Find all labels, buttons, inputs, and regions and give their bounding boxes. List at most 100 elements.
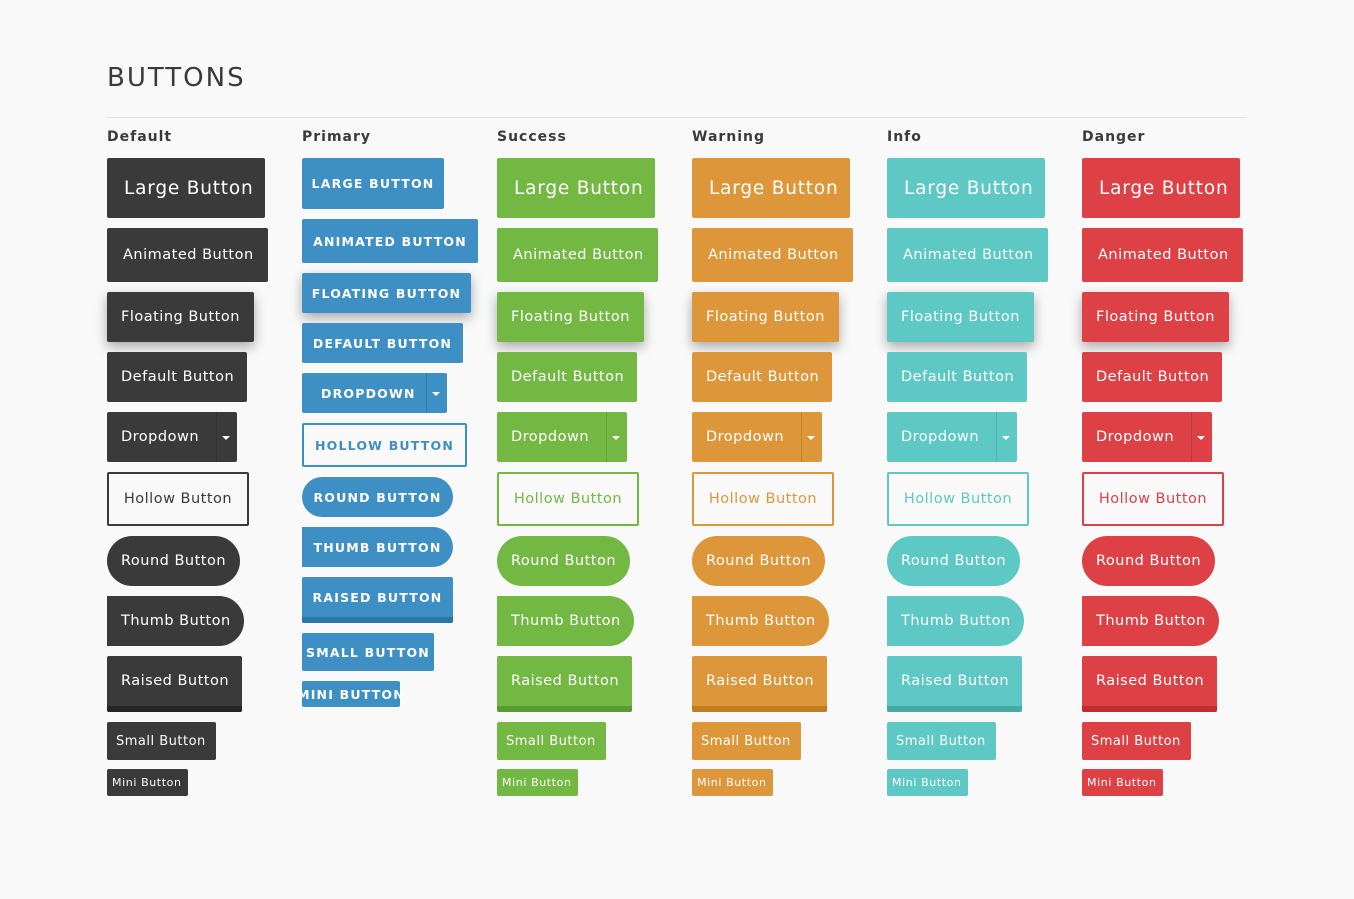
danger-small-button-label: Small Button [1091, 733, 1181, 749]
default-dropdown-button-label: Dropdown [121, 429, 200, 445]
danger-hollow-button-label: Hollow Button [1098, 491, 1208, 507]
primary-mini-button-label: MINI BUTTON [297, 686, 405, 702]
primary-large-button[interactable]: LARGE BUTTON [302, 158, 444, 209]
danger-small-button[interactable]: Small Button [1082, 722, 1191, 760]
success-thumb-button-label: Thumb Button [511, 613, 621, 629]
danger-large-button-label: Large Button [1099, 177, 1229, 199]
success-large-button[interactable]: Large Button [497, 158, 655, 218]
default-raised-button[interactable]: Raised Button [107, 656, 242, 712]
danger-floating-button[interactable]: Floating Button [1082, 292, 1229, 342]
info-large-button[interactable]: Large Button [887, 158, 1045, 218]
info-round-button[interactable]: Round Button [887, 536, 1020, 586]
default-floating-button[interactable]: Floating Button [107, 292, 254, 342]
success-dropdown-button[interactable]: Dropdown [497, 412, 627, 462]
info-thumb-button[interactable]: Thumb Button [887, 596, 1024, 646]
primary-floating-button[interactable]: FLOATING BUTTON [302, 273, 471, 313]
success-animated-button[interactable]: Animated Button [497, 228, 658, 282]
danger-round-button[interactable]: Round Button [1082, 536, 1215, 586]
primary-dropdown-button-label: DROPDOWN [321, 385, 416, 401]
primary-raised-button[interactable]: RAISED BUTTON [302, 577, 453, 623]
success-small-button[interactable]: Small Button [497, 722, 606, 760]
column-label-danger: Danger [1082, 129, 1146, 145]
primary-round-button[interactable]: ROUND BUTTON [302, 477, 453, 517]
danger-mini-button[interactable]: Mini Button [1082, 769, 1163, 796]
warning-large-button-label: Large Button [709, 177, 839, 199]
primary-hollow-button[interactable]: HOLLOW BUTTON [302, 423, 467, 467]
info-dropdown-button[interactable]: Dropdown [887, 412, 1017, 462]
danger-round-button-label: Round Button [1096, 553, 1202, 569]
default-hollow-button[interactable]: Hollow Button [107, 472, 249, 526]
info-small-button[interactable]: Small Button [887, 722, 996, 760]
info-small-button-label: Small Button [896, 733, 986, 749]
primary-small-button-label: SMALL BUTTON [306, 644, 430, 660]
column-label-default: Default [107, 129, 173, 145]
dropdown-divider [1191, 412, 1192, 462]
danger-hollow-button[interactable]: Hollow Button [1082, 472, 1224, 526]
primary-animated-button[interactable]: ANIMATED BUTTON [302, 219, 478, 263]
danger-dropdown-button-label: Dropdown [1096, 429, 1175, 445]
default-hollow-button-label: Hollow Button [123, 491, 233, 507]
success-round-button[interactable]: Round Button [497, 536, 630, 586]
primary-thumb-button[interactable]: THUMB BUTTON [302, 527, 453, 567]
default-thumb-button[interactable]: Thumb Button [107, 596, 244, 646]
success-hollow-button[interactable]: Hollow Button [497, 472, 639, 526]
info-hollow-button[interactable]: Hollow Button [887, 472, 1029, 526]
danger-thumb-button[interactable]: Thumb Button [1082, 596, 1219, 646]
success-floating-button-label: Floating Button [511, 309, 630, 325]
default-dropdown-button[interactable]: Dropdown [107, 412, 237, 462]
danger-dropdown-button[interactable]: Dropdown [1082, 412, 1212, 462]
success-mini-button[interactable]: Mini Button [497, 769, 578, 796]
default-round-button[interactable]: Round Button [107, 536, 240, 586]
dropdown-divider [606, 412, 607, 462]
info-raised-button[interactable]: Raised Button [887, 656, 1022, 712]
danger-large-button[interactable]: Large Button [1082, 158, 1240, 218]
info-raised-button-label: Raised Button [901, 673, 1010, 689]
default-large-button[interactable]: Large Button [107, 158, 265, 218]
warning-small-button-label: Small Button [701, 733, 791, 749]
success-floating-button[interactable]: Floating Button [497, 292, 644, 342]
danger-default-button[interactable]: Default Button [1082, 352, 1222, 402]
warning-hollow-button[interactable]: Hollow Button [692, 472, 834, 526]
warning-raised-button-label: Raised Button [706, 673, 815, 689]
default-default-button[interactable]: Default Button [107, 352, 247, 402]
caret-down-icon [612, 436, 620, 440]
info-floating-button[interactable]: Floating Button [887, 292, 1034, 342]
warning-thumb-button[interactable]: Thumb Button [692, 596, 829, 646]
caret-down-icon [807, 436, 815, 440]
info-animated-button[interactable]: Animated Button [887, 228, 1048, 282]
danger-raised-button[interactable]: Raised Button [1082, 656, 1217, 712]
primary-small-button[interactable]: SMALL BUTTON [302, 633, 434, 671]
default-small-button[interactable]: Small Button [107, 722, 216, 760]
danger-default-button-label: Default Button [1096, 369, 1210, 385]
column-label-info: Info [887, 129, 922, 145]
primary-default-button[interactable]: DEFAULT BUTTON [302, 323, 463, 363]
danger-raised-button-label: Raised Button [1096, 673, 1205, 689]
title-divider [107, 117, 1247, 118]
warning-small-button[interactable]: Small Button [692, 722, 801, 760]
success-thumb-button[interactable]: Thumb Button [497, 596, 634, 646]
default-animated-button[interactable]: Animated Button [107, 228, 268, 282]
primary-dropdown-button[interactable]: DROPDOWN [302, 373, 447, 413]
primary-mini-button[interactable]: MINI BUTTON [297, 681, 404, 707]
warning-raised-button[interactable]: Raised Button [692, 656, 827, 712]
success-default-button[interactable]: Default Button [497, 352, 637, 402]
warning-floating-button[interactable]: Floating Button [692, 292, 839, 342]
warning-mini-button-label: Mini Button [697, 776, 767, 789]
default-mini-button-label: Mini Button [112, 776, 182, 789]
default-mini-button[interactable]: Mini Button [107, 769, 188, 796]
success-raised-button-label: Raised Button [511, 673, 620, 689]
warning-round-button[interactable]: Round Button [692, 536, 825, 586]
info-default-button[interactable]: Default Button [887, 352, 1027, 402]
warning-dropdown-button[interactable]: Dropdown [692, 412, 822, 462]
danger-animated-button[interactable]: Animated Button [1082, 228, 1243, 282]
success-raised-button[interactable]: Raised Button [497, 656, 632, 712]
warning-default-button[interactable]: Default Button [692, 352, 832, 402]
caret-down-icon [432, 392, 440, 396]
warning-large-button[interactable]: Large Button [692, 158, 850, 218]
warning-animated-button[interactable]: Animated Button [692, 228, 853, 282]
danger-mini-button-label: Mini Button [1087, 776, 1157, 789]
info-mini-button[interactable]: Mini Button [887, 769, 968, 796]
primary-hollow-button-label: HOLLOW BUTTON [314, 437, 455, 453]
warning-round-button-label: Round Button [706, 553, 812, 569]
warning-mini-button[interactable]: Mini Button [692, 769, 773, 796]
